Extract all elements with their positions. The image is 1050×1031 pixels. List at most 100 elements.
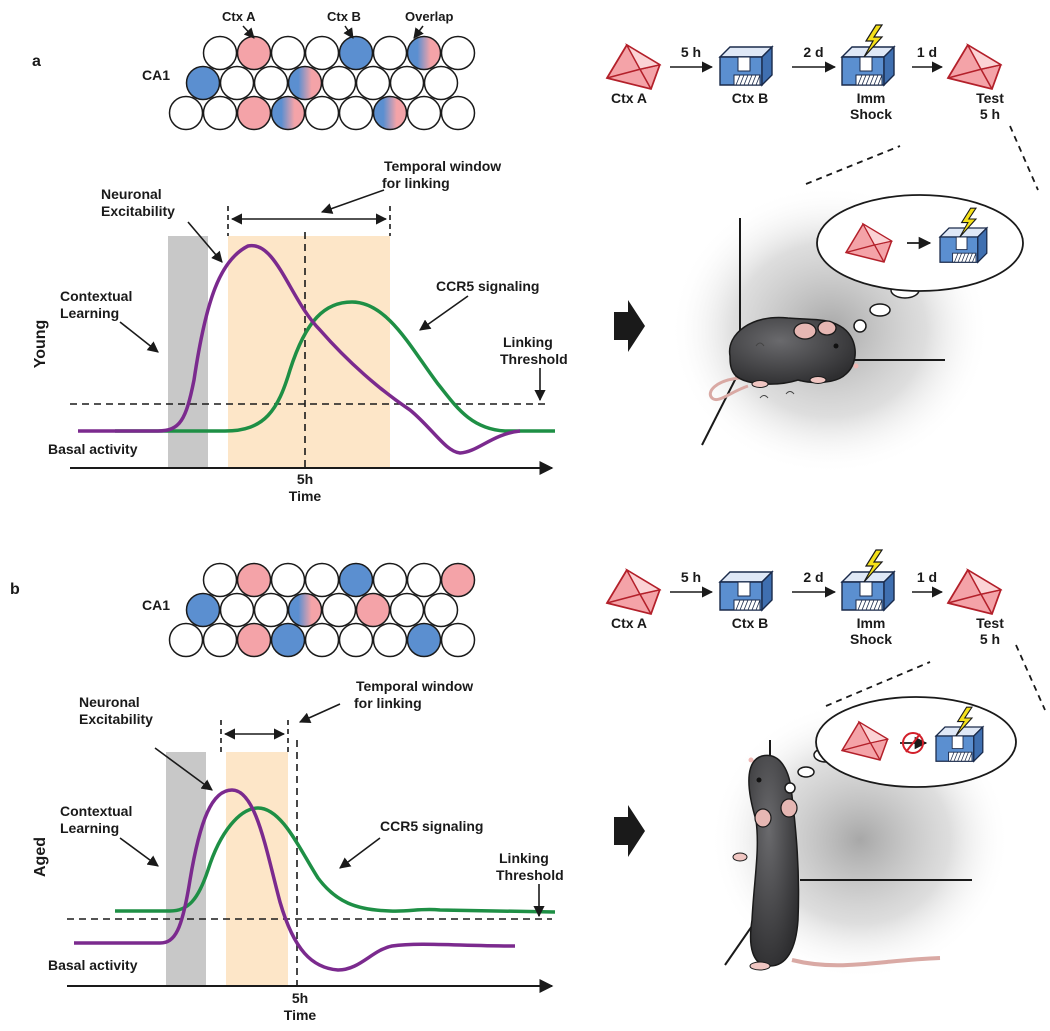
protocol-step-label: Ctx B [732, 90, 769, 106]
neuron-cell [440, 622, 476, 658]
panel-a: a CA1 Ctx A Ctx B Overlap Temporal windo… [32, 9, 1039, 504]
neuron-cell [219, 65, 255, 101]
result-arrow [614, 300, 645, 352]
lightning-icon [863, 549, 884, 583]
interval-label: 2 d [803, 569, 823, 585]
neuron-cell [270, 622, 306, 658]
interval-label: 5 h [681, 44, 701, 60]
protocol-step-label: Ctx B [732, 615, 769, 631]
ca1-label: CA1 [142, 597, 170, 613]
excitability-curve [78, 244, 521, 455]
neuron-cell [253, 65, 289, 101]
neuron-cell [355, 592, 391, 628]
ccr5-signaling-label: CCR5 signaling [436, 278, 539, 294]
neuron-cell [287, 592, 323, 628]
x-axis-label: Time [289, 488, 322, 504]
neuron-cell [236, 622, 272, 658]
ccr5-curve [115, 300, 555, 433]
neuron-cell [253, 592, 289, 628]
freezing-mouse-scene [670, 125, 1039, 475]
neuron-cell [372, 622, 408, 658]
neuron-cell [321, 65, 357, 101]
interval-label: 1 d [917, 569, 937, 585]
neuron-cell [440, 95, 476, 131]
basal-activity-label: Basal activity [48, 441, 138, 457]
neuron-cell [423, 65, 459, 101]
neuron-cell [406, 35, 442, 71]
neuron-cell [304, 622, 340, 658]
temporal-window-band [228, 236, 390, 468]
neuron-cell [372, 562, 408, 598]
neuron-cell [406, 562, 442, 598]
neuron-cell [423, 592, 459, 628]
neuron-cell [236, 95, 272, 131]
neuron-cell [304, 562, 340, 598]
age-label-aged: Aged [32, 837, 49, 877]
neuron-cell [168, 622, 204, 658]
context-b-icon [718, 45, 774, 87]
ca1-label: CA1 [142, 67, 170, 83]
lightning-icon [959, 207, 978, 238]
basal-activity-label: Basal activity [48, 957, 138, 973]
neuron-cell [236, 35, 272, 71]
ctx-b-cell-label: Ctx B [327, 9, 361, 24]
learning-band [166, 752, 206, 986]
neuron-cell [270, 95, 306, 131]
lightning-icon [863, 24, 884, 58]
result-arrow [614, 805, 645, 857]
neuron-cell [406, 622, 442, 658]
neuron-cell [338, 35, 374, 71]
context-b-icon [718, 570, 774, 612]
x-axis-label: Time [284, 1007, 317, 1023]
context-a-icon [605, 568, 662, 616]
ca1-cell-grid [168, 35, 476, 131]
neuron-cell [304, 35, 340, 71]
ccr5-signaling-label: CCR5 signaling [380, 818, 483, 834]
tick-5h: 5h [292, 990, 308, 1006]
neuron-cell [440, 35, 476, 71]
context-a-icon [605, 43, 662, 91]
panel-letter: a [32, 53, 41, 70]
neuron-cell [355, 65, 391, 101]
neuron-cell [219, 592, 255, 628]
overlap-cell-label: Overlap [405, 9, 453, 24]
neuron-cell [168, 95, 204, 131]
shock-box-icon [934, 706, 985, 763]
neuron-cell [185, 65, 221, 101]
neuron-cell [304, 95, 340, 131]
excitability-curve [74, 788, 516, 972]
neuron-cell [270, 35, 306, 71]
protocol-step-label: Ctx A [611, 615, 647, 631]
neuron-cell [202, 562, 238, 598]
neuron-cell [440, 562, 476, 598]
neuron-cell [372, 95, 408, 131]
neuron-cell [338, 562, 374, 598]
learning-band [168, 236, 208, 468]
neuron-cell [202, 35, 238, 71]
context-a-icon [844, 222, 894, 263]
temporal-window-band [226, 752, 288, 986]
panel-letter: b [10, 581, 20, 598]
lightning-icon [955, 706, 974, 737]
interval-label: 2 d [803, 44, 823, 60]
shock-box-icon [938, 207, 989, 264]
context-a-icon [946, 568, 1003, 616]
neuron-cell [185, 592, 221, 628]
neuron-cell [372, 35, 408, 71]
neuron-cell [338, 95, 374, 131]
exploring-mouse-scene [710, 644, 1046, 980]
neuron-cell [202, 622, 238, 658]
